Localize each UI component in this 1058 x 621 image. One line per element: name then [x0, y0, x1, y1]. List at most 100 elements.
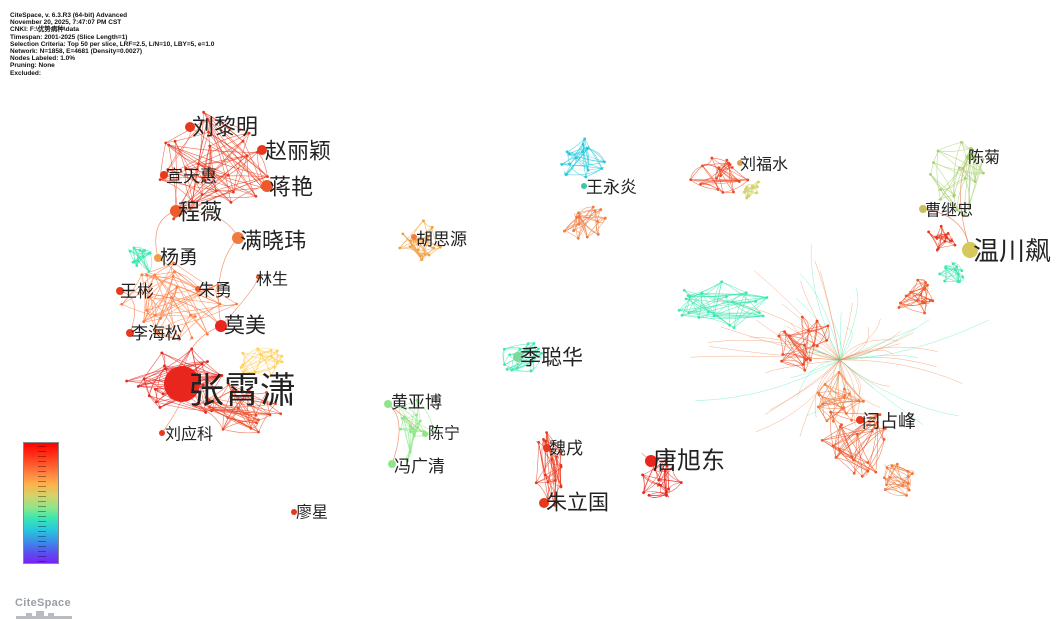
legend-tick	[38, 556, 46, 557]
author-node-18[interactable]	[919, 205, 927, 213]
network-edge	[839, 327, 853, 361]
network-edge	[720, 326, 841, 361]
cluster-web	[777, 315, 830, 372]
author-node-24[interactable]	[543, 444, 551, 452]
cluster-web	[929, 140, 985, 217]
author-node-5[interactable]	[170, 205, 182, 217]
network-edge	[189, 126, 268, 187]
network-edge	[839, 302, 853, 361]
author-label: 刘黎明	[192, 116, 258, 141]
network-edge	[839, 339, 898, 361]
cluster-web	[741, 180, 761, 200]
author-label: 胡思源	[416, 230, 467, 250]
author-label: 温川飙	[973, 237, 1051, 267]
legend-tick	[38, 496, 46, 497]
network-edge	[839, 319, 930, 361]
network-edge	[800, 280, 841, 361]
network-edge	[786, 326, 841, 361]
legend-tick	[38, 546, 46, 547]
network-edge	[806, 359, 841, 416]
author-node-22[interactable]	[422, 431, 428, 437]
header-line: Pruning: None	[10, 62, 55, 70]
author-label: 满晓玮	[240, 230, 306, 255]
network-edge	[797, 359, 841, 399]
header-line: Nodes Labeled: 1.0%	[10, 55, 76, 63]
author-label: 王永炎	[586, 178, 637, 198]
author-label: 季聪华	[520, 345, 583, 369]
legend-tick	[38, 501, 46, 502]
network-nodes[interactable]	[116, 122, 978, 515]
network-edge	[814, 359, 841, 418]
author-node-7[interactable]	[154, 254, 162, 262]
network-edge	[839, 312, 842, 361]
network-edge	[839, 330, 901, 361]
legend-tick	[38, 551, 46, 552]
author-node-23[interactable]	[388, 460, 396, 468]
network-edge	[799, 273, 841, 361]
network-edge	[839, 359, 960, 417]
author-label: 唐旭东	[653, 446, 725, 474]
author-label: 廖星	[296, 503, 328, 522]
author-node-17[interactable]	[966, 154, 972, 160]
author-node-19[interactable]	[962, 242, 978, 258]
author-label: 刘福水	[740, 155, 788, 174]
author-node-25[interactable]	[539, 498, 549, 508]
legend-tick	[38, 526, 46, 527]
legend-tick	[38, 511, 46, 512]
legend-tick	[38, 531, 46, 532]
header-line: CNKI: F:\优势病种\data	[10, 26, 79, 34]
author-label: 张霄潇	[188, 371, 296, 412]
author-node-12[interactable]	[215, 320, 227, 332]
author-node-1[interactable]	[185, 122, 195, 132]
author-node-9[interactable]	[195, 286, 201, 292]
network-edge	[690, 355, 841, 361]
author-node-8[interactable]	[116, 287, 124, 295]
author-node-0[interactable]	[164, 366, 200, 402]
legend-tick	[38, 481, 46, 482]
network-edge	[790, 359, 841, 378]
author-node-4[interactable]	[261, 180, 273, 192]
network-edge	[799, 359, 841, 437]
legend-tick	[38, 516, 46, 517]
author-node-21[interactable]	[384, 400, 392, 408]
author-node-28[interactable]	[291, 509, 297, 515]
author-node-27[interactable]	[856, 416, 864, 424]
header-line: Network: N=1858, E=4681 (Density=0.0027)	[10, 48, 143, 56]
author-node-2[interactable]	[257, 145, 267, 155]
cluster-web	[897, 278, 935, 315]
author-node-16[interactable]	[737, 160, 743, 166]
network-edge	[756, 359, 841, 432]
cluster-web	[641, 456, 683, 499]
network-edge	[708, 346, 841, 361]
cluster-web	[560, 137, 606, 179]
author-label: 赵丽颖	[265, 140, 331, 165]
header-line: November 20, 2025, 7:47:07 PM CST	[10, 19, 122, 27]
author-node-3[interactable]	[160, 171, 168, 179]
cluster-web	[239, 347, 284, 378]
author-label: 魏戌	[549, 439, 583, 459]
author-node-11[interactable]	[126, 329, 134, 337]
cluster-web	[689, 156, 750, 194]
header-line: Excluded:	[10, 69, 42, 77]
network-edge	[839, 318, 881, 361]
network-edge	[810, 244, 841, 361]
network-edge	[387, 403, 400, 465]
legend-tick	[38, 521, 46, 522]
citespace-logo: CiteSpace	[15, 597, 71, 609]
author-node-26[interactable]	[645, 455, 657, 467]
author-node-14[interactable]	[411, 234, 417, 240]
author-node-15[interactable]	[581, 183, 587, 189]
author-node-13[interactable]	[159, 430, 165, 436]
legend-tick	[38, 446, 46, 447]
network-edge	[839, 359, 856, 415]
author-label: 曹继忠	[925, 201, 973, 220]
cluster-web	[398, 219, 442, 262]
author-node-20[interactable]	[513, 352, 523, 362]
author-label: 程薇	[178, 201, 222, 226]
author-node-6[interactable]	[232, 232, 244, 244]
legend-tick	[38, 451, 46, 452]
cluster-web	[938, 261, 965, 283]
cluster-web	[677, 280, 769, 330]
author-node-10[interactable]	[256, 275, 260, 279]
